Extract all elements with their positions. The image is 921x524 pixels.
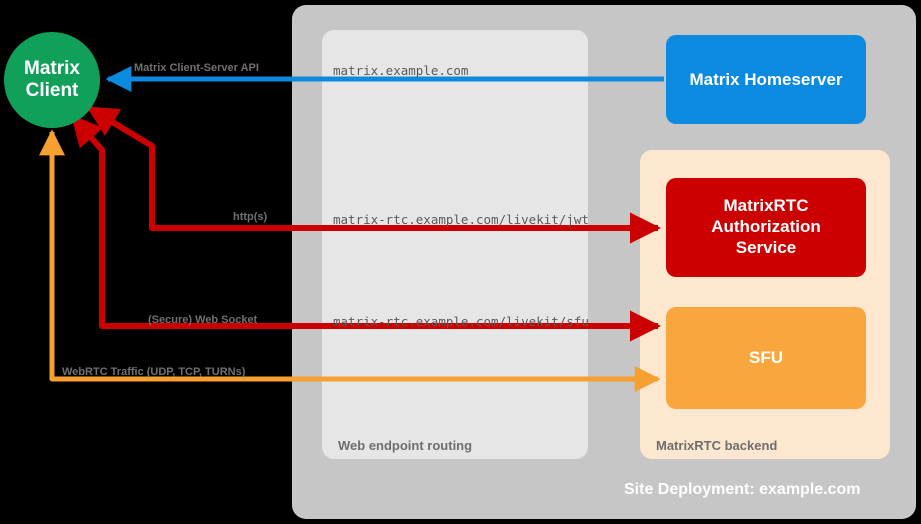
edge-label-webrtc-traffic: WebRTC Traffic (UDP, TCP, TURNs) [62, 366, 246, 378]
node-matrix-homeserver[interactable]: Matrix Homeserver [666, 35, 866, 124]
auth-service-label-line2: Authorization [711, 217, 821, 237]
endpoint-label-livekit-jwt: matrix-rtc.example.com/livekit/jwt [333, 212, 589, 227]
edge-label-secure-websocket: (Secure) Web Socket [148, 314, 258, 326]
matrix-client-label-line2: Client [25, 80, 79, 101]
matrix-client-label-line1: Matrix [24, 57, 80, 79]
edge-label-client-server-api: Matrix Client-Server API [134, 62, 259, 74]
caption-matrixrtc-backend: MatrixRTC backend [656, 438, 778, 453]
edge-webrtc-traffic [39, 129, 661, 392]
caption-web-endpoint-routing: Web endpoint routing [338, 438, 473, 453]
endpoint-label-livekit-sfu: matrix-rtc.example.com/livekit/sfu [333, 314, 589, 329]
node-matrixrtc-authorization-service[interactable]: MatrixRTC Authorization Service [666, 178, 866, 277]
edge-label-https: http(s) [233, 211, 268, 223]
auth-service-label-line3: Service [735, 237, 797, 257]
caption-site-deployment: Site Deployment: example.com [624, 481, 861, 498]
sfu-label: SFU [749, 348, 783, 367]
node-matrix-client[interactable]: Matrix Client [4, 32, 100, 128]
node-sfu[interactable]: SFU [666, 307, 866, 409]
matrix-homeserver-label: Matrix Homeserver [689, 69, 843, 89]
endpoint-label-matrix-example-com: matrix.example.com [333, 63, 469, 78]
auth-service-label-line1: MatrixRTC [723, 196, 809, 216]
edge-https-jwt [86, 105, 662, 244]
